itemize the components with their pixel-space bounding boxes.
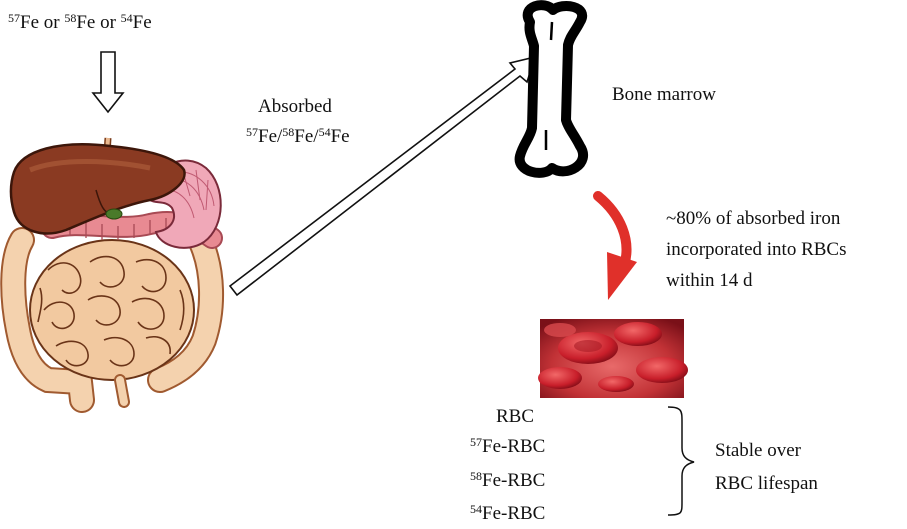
fe58-rbc-text: Fe-RBC — [482, 470, 545, 491]
absorbed-54-mass: 54 — [319, 125, 331, 139]
incorporation-line-1: ~80% of absorbed iron — [666, 208, 840, 230]
bone-icon — [520, 5, 583, 173]
bone-marrow-label: Bone marrow — [612, 84, 716, 106]
isotope-58-mass: 58 — [64, 11, 76, 25]
fe58-rbc-mass: 58 — [470, 469, 482, 483]
rbc-label: RBC — [496, 406, 534, 428]
red-blood-cells-icon — [538, 319, 688, 398]
isotope-54-element: Fe — [133, 12, 152, 33]
absorbed-isotopes-label: 57Fe/58Fe/54Fe — [246, 126, 350, 148]
absorption-arrow-icon — [230, 57, 535, 295]
isotope-57-mass: 57 — [8, 11, 20, 25]
fe54-rbc-text: Fe-RBC — [482, 503, 545, 524]
fe58-rbc-label: 58Fe-RBC — [470, 470, 545, 492]
incorporation-line-2: incorporated into RBCs — [666, 239, 846, 261]
fe54-rbc-label: 54Fe-RBC — [470, 503, 545, 525]
isotope-input-label: 57Fe or 58Fe or 54Fe — [8, 12, 152, 34]
fe57-rbc-label: 57Fe-RBC — [470, 436, 545, 458]
down-arrow-icon — [93, 52, 123, 112]
incorporation-line-3: within 14 d — [666, 270, 753, 292]
fe57-rbc-text: Fe-RBC — [482, 436, 545, 457]
curly-brace-icon — [668, 407, 694, 515]
fe54-rbc-mass: 54 — [470, 502, 482, 516]
curved-arrow-icon — [598, 196, 637, 300]
absorbed-54-element: Fe — [331, 126, 350, 147]
digestive-organs-icon — [11, 138, 221, 402]
absorbed-label: Absorbed — [258, 96, 332, 118]
isotope-58-element: Fe — [76, 12, 95, 33]
absorbed-58-element: Fe/ — [294, 126, 318, 147]
absorbed-57-mass: 57 — [246, 125, 258, 139]
fe57-rbc-mass: 57 — [470, 435, 482, 449]
stability-line-1: Stable over — [715, 440, 801, 462]
isotope-54-mass: 54 — [121, 11, 133, 25]
or-connector-2: or — [95, 12, 120, 33]
or-connector-1: or — [39, 12, 64, 33]
stability-line-2: RBC lifespan — [715, 473, 818, 495]
absorbed-58-mass: 58 — [282, 125, 294, 139]
isotope-57-element: Fe — [20, 12, 39, 33]
absorbed-57-element: Fe/ — [258, 126, 282, 147]
